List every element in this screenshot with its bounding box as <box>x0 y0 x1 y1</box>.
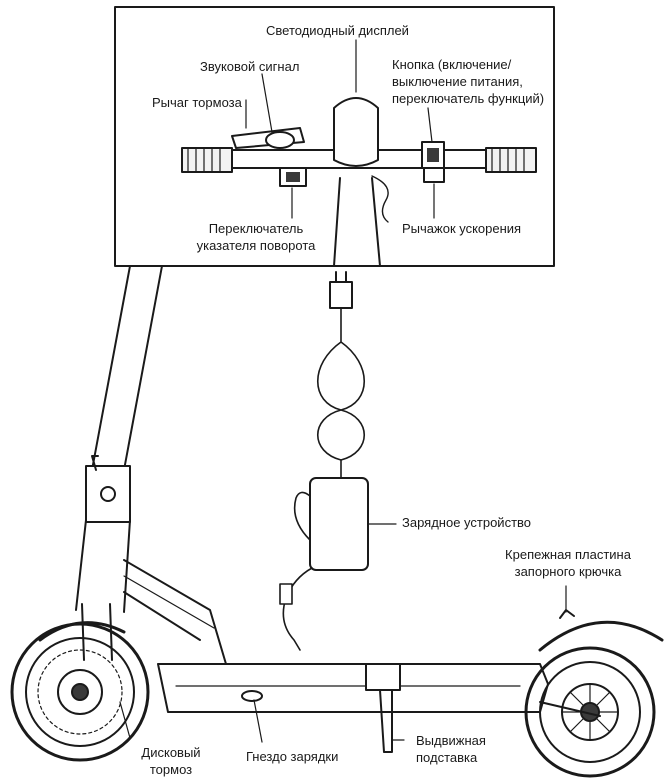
label-charging-port: Гнездо зарядки <box>246 749 339 764</box>
throttle-shape <box>423 167 445 183</box>
charging-port-shape <box>241 690 263 702</box>
display-shape <box>333 97 379 167</box>
kickstand-mount <box>365 663 401 691</box>
label-power-button-line-2: выключение питания, <box>392 74 523 89</box>
label-kickstand-line-1: Выдвижная <box>416 733 486 748</box>
charger-brick <box>309 477 369 571</box>
label-horn: Звуковой сигнал <box>200 59 300 74</box>
label-power-button: Кнопка (включение/ выключение питания, п… <box>392 56 544 107</box>
label-disc-brake: Дисковый тормоз <box>126 744 216 778</box>
label-disc-brake-line-2: тормоз <box>149 762 193 777</box>
coiled-cable <box>316 307 366 461</box>
rear-fender <box>538 620 664 652</box>
stem <box>91 265 163 471</box>
label-kickstand: Выдвижная подставка <box>416 732 486 766</box>
label-turn-signal-line-2: указателя поворота <box>196 238 316 253</box>
label-hook-plate: Крепежная пластина запорного крючка <box>478 546 658 580</box>
left-grip <box>181 147 233 173</box>
rear-wheel <box>524 646 656 778</box>
folding-clamp <box>85 465 131 523</box>
label-brake-lever: Рычаг тормоза <box>152 95 242 110</box>
label-throttle: Рычажок ускорения <box>402 221 522 236</box>
label-disc-brake-line-1: Дисковый <box>141 745 201 760</box>
label-turn-signal-line-1: Переключатель <box>208 221 304 236</box>
label-turn-signal-switch: Переключатель указателя поворота <box>166 220 346 254</box>
disc-brake-rotor <box>57 669 103 715</box>
label-power-button-line-1: Кнопка (включение/ <box>392 57 512 72</box>
inset-cable <box>371 175 389 223</box>
label-charger: Зарядное устройство <box>402 515 532 530</box>
label-kickstand-line-2: подставка <box>416 750 478 765</box>
horn-shape <box>265 131 295 149</box>
label-hook-plate-line-2: запорного крючка <box>514 564 622 579</box>
label-power-button-line-3: переключатель функций) <box>392 91 545 106</box>
inset-stem <box>333 177 381 267</box>
wall-plug <box>329 281 353 309</box>
kickstand-leg <box>379 689 393 753</box>
right-grip <box>485 147 537 173</box>
deck <box>157 663 549 713</box>
charger-output-cable <box>282 491 313 651</box>
label-led-display: Светодиодный дисплей <box>266 23 409 38</box>
frame-ramp <box>123 559 227 665</box>
front-wheel <box>10 622 150 762</box>
label-hook-plate-line-1: Крепежная пластина <box>505 547 631 562</box>
hook-plate <box>559 609 575 619</box>
